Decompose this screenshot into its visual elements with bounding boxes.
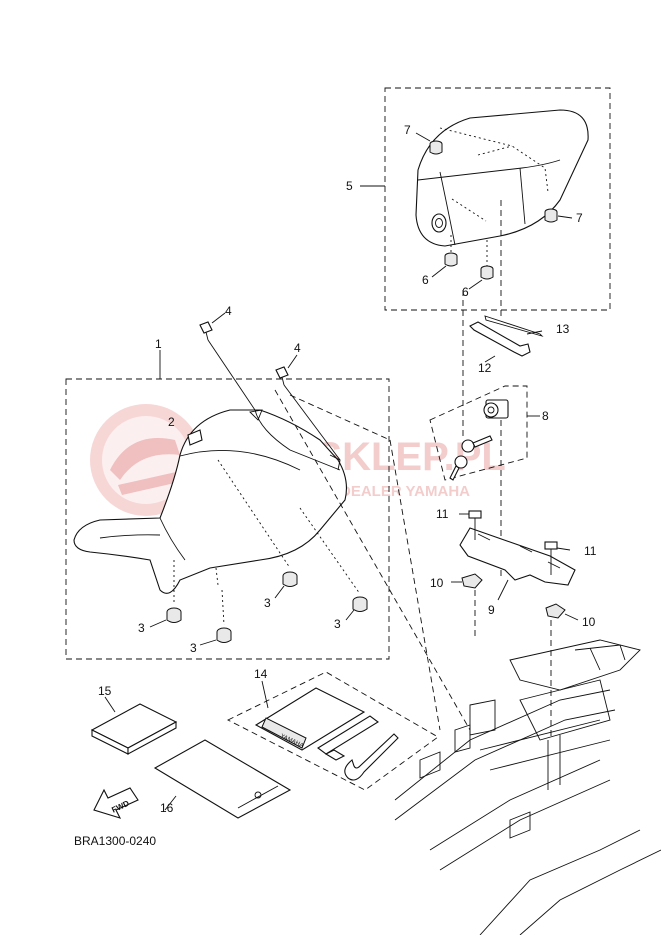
callout-8: 8 (542, 409, 549, 423)
nut-10a (461, 573, 483, 589)
nut-10b (545, 603, 566, 619)
owners-manual-part (90, 703, 178, 755)
callout-6b: 6 (462, 285, 469, 299)
diagram-code: BRA1300-0240 (74, 834, 156, 848)
hook-wrench-part (344, 733, 399, 781)
bolt-4a (199, 321, 213, 341)
pillion-seat-part (415, 109, 589, 247)
rider-seat-part (73, 409, 347, 594)
callout-14: 14 (254, 667, 268, 681)
callout-3c: 3 (264, 596, 271, 610)
key-icon (449, 435, 493, 481)
callout-12: 12 (478, 361, 492, 375)
callout-5: 5 (346, 179, 353, 193)
callout-11a: 11 (436, 507, 449, 521)
bolt-4b (275, 366, 289, 386)
cable-part (484, 315, 544, 337)
callout-2: 2 (168, 415, 175, 429)
frame-part (394, 639, 661, 935)
callout-4a: 4 (225, 304, 232, 318)
group-box-rider-seat (65, 378, 390, 660)
wrench-part (469, 321, 531, 357)
callout-16: 16 (160, 801, 174, 815)
document-envelope-part (153, 739, 292, 819)
callout-3d: 3 (334, 617, 341, 631)
callout-9: 9 (488, 603, 495, 617)
callout-11b: 11 (584, 544, 597, 558)
callout-1: 1 (155, 337, 162, 351)
damper-3d (352, 596, 368, 612)
damper-6b (480, 265, 494, 280)
callout-3a: 3 (138, 621, 145, 635)
bolt-11a (468, 510, 482, 540)
watermark-logo-icon (90, 404, 202, 516)
callout-15: 15 (98, 684, 112, 698)
damper-7a (429, 140, 443, 155)
callout-10b: 10 (582, 615, 596, 629)
screwdriver-part (317, 715, 379, 761)
callout-6a: 6 (422, 273, 429, 287)
group-box-toolkit (226, 671, 439, 791)
callout-4b: 4 (294, 341, 301, 355)
callout-3b: 3 (190, 641, 197, 655)
group-box-lock (429, 385, 528, 481)
callout-7a: 7 (404, 123, 411, 137)
bracket-part (459, 527, 576, 586)
bolt-11b (544, 541, 558, 575)
damper-6a (444, 252, 458, 267)
fwd-arrow-icon: FWD (93, 787, 139, 819)
damper-3c (282, 571, 298, 587)
damper-3a (166, 607, 182, 623)
lock-cylinder-part (483, 399, 509, 419)
callout-7b: 7 (576, 211, 583, 225)
callout-10a: 10 (430, 576, 444, 590)
damper-7b (544, 208, 558, 223)
damper-3b (216, 627, 232, 643)
callout-13: 13 (556, 322, 570, 336)
group-box-pillion-seat (384, 87, 611, 311)
